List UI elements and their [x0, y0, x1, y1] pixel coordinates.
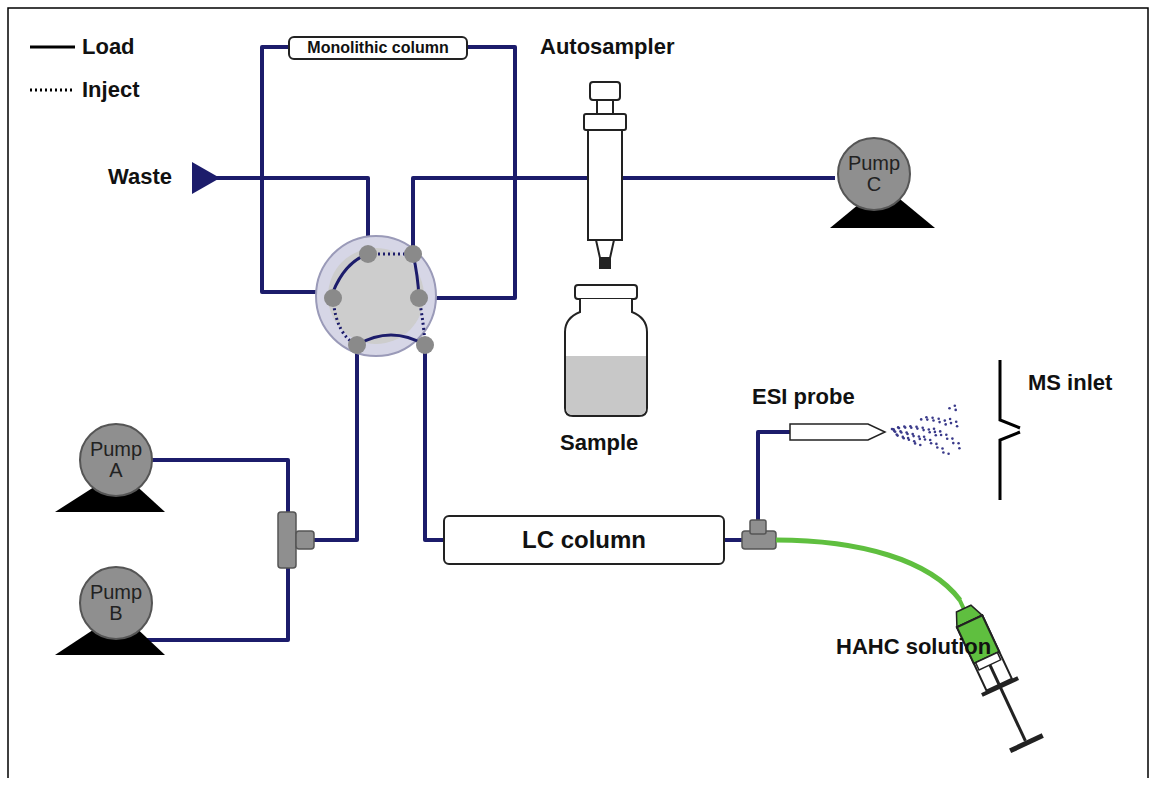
tubing: [140, 47, 835, 640]
autosampler-syringe: [584, 82, 626, 268]
pump-base: [55, 195, 935, 655]
green-tube: [776, 540, 960, 600]
node-text: Pump C: [847, 153, 901, 195]
legend-dotted-line: [30, 89, 75, 92]
part-label: Autosampler: [540, 34, 674, 60]
esi-probe: [790, 424, 885, 440]
legend-solid-line: [30, 46, 75, 49]
spray: [891, 404, 961, 455]
six-port-valve: [316, 236, 436, 356]
ms-inlet: [1000, 360, 1020, 500]
tee-fitting: [278, 512, 296, 568]
node-text: Monolithic column: [307, 40, 448, 57]
hahc-syringe: [941, 591, 1045, 754]
part-label: MS inlet: [1028, 370, 1112, 396]
column-box: Monolithic column: [288, 36, 468, 60]
column-box: LC column: [443, 515, 725, 565]
tee-fitting: [750, 520, 766, 534]
pump-circle: Pump B: [79, 566, 153, 640]
pump-circle: Pump A: [79, 423, 153, 497]
legend-text: Inject: [82, 77, 139, 103]
node-text: LC column: [522, 527, 646, 552]
part-label: ESI probe: [752, 384, 855, 410]
part-label: HAHC solution: [836, 634, 991, 660]
frame: [8, 8, 1148, 778]
node-text: Pump A: [89, 439, 143, 481]
sample-vial: [565, 285, 647, 416]
legend-text: Load: [82, 34, 135, 60]
tee-fitting: [296, 531, 314, 549]
part-label: Waste: [108, 164, 172, 190]
part-label: Sample: [560, 430, 638, 456]
node-text: Pump B: [89, 582, 143, 624]
pump-circle: Pump C: [837, 137, 911, 211]
